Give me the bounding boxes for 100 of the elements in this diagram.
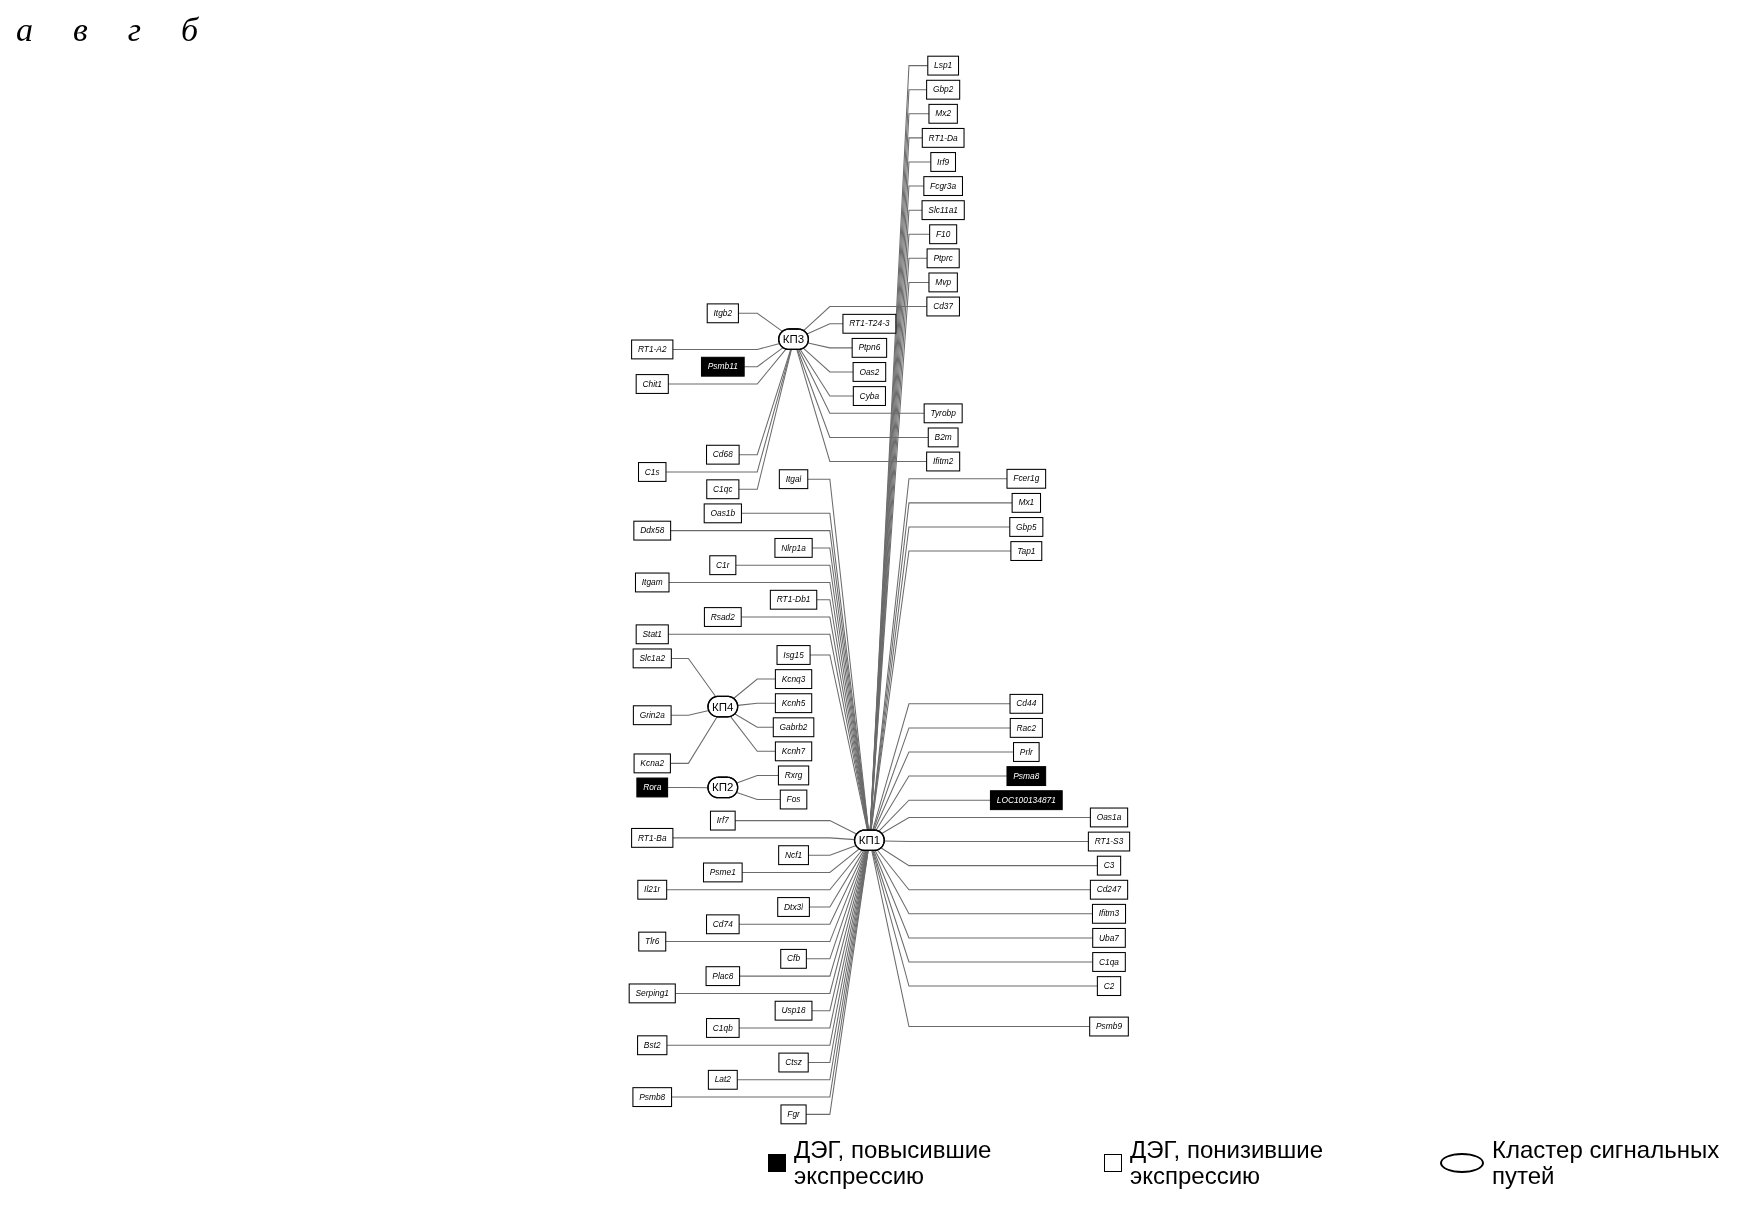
node-box: Oas1a	[1089, 807, 1128, 828]
connector	[805, 850, 869, 1115]
node-box: Lat2	[707, 1069, 738, 1090]
connector	[808, 850, 864, 908]
node-box: Rsad2	[703, 607, 742, 627]
node-box: RT1-A2	[630, 339, 673, 360]
connector	[874, 850, 1093, 915]
legend-text: Кластер сигнальных путей	[1492, 1136, 1721, 1190]
node-box: Usp18	[774, 1000, 813, 1021]
node-box: Fcgr3a	[922, 176, 963, 196]
connector	[665, 850, 868, 1046]
panel-letter: в	[73, 11, 88, 49]
node-box: Cd74	[705, 914, 740, 935]
node-box: Slc11a1	[921, 200, 965, 221]
connector	[741, 848, 860, 873]
node-box: RT1-Db1	[769, 589, 817, 610]
node-box: Itgal	[778, 469, 808, 490]
connector	[738, 850, 868, 1029]
node-box: Cd37	[925, 296, 960, 317]
connector	[872, 850, 1093, 963]
node-box: Kcnq3	[774, 669, 812, 690]
node-box: RT1-Da	[921, 127, 965, 148]
node-box: Kcnh7	[774, 741, 812, 762]
connector	[873, 751, 1014, 831]
node-box: Psmb8	[631, 1087, 672, 1108]
connector	[734, 820, 858, 835]
node-box: C1r	[708, 555, 736, 576]
node-box: Fos	[779, 789, 807, 810]
node-box: Rac2	[1009, 717, 1043, 738]
node-box: Ddx58	[632, 520, 671, 541]
node-box: B2m	[927, 427, 959, 448]
connector	[674, 850, 868, 994]
panel-letter: б	[181, 11, 199, 49]
node-box: RT1-T24-3	[842, 313, 896, 334]
node-box: Cd68	[705, 444, 740, 465]
connector	[738, 850, 865, 925]
connector	[734, 564, 869, 831]
legend-text: ДЭГ, понизившие экспрессию	[1130, 1136, 1325, 1190]
node-box: Cyba	[852, 386, 886, 406]
node-box: C2	[1096, 976, 1121, 997]
panel-letter: г	[127, 11, 142, 49]
connector	[665, 349, 792, 473]
node-box: Ptpn6	[851, 337, 887, 358]
node-box: Plac8	[705, 966, 740, 987]
node-box: Chit1	[635, 374, 669, 394]
node-box: C1qa	[1091, 952, 1126, 972]
connector	[738, 349, 791, 456]
connector	[809, 654, 868, 831]
node-box: Slc1a2	[632, 648, 672, 669]
node-box: Il21r	[636, 879, 667, 900]
node-box: Ifitm3	[1091, 903, 1126, 924]
node-box: Mx2	[928, 103, 958, 124]
connector	[807, 850, 868, 1064]
node-box: Irf7	[709, 810, 736, 831]
node-box: C1qb	[705, 1018, 740, 1038]
connector	[870, 850, 1090, 1028]
node-box: Ifitm2	[925, 451, 960, 472]
connector	[668, 581, 869, 831]
node-box: Mx1	[1011, 492, 1041, 513]
node-box: Cd44	[1009, 693, 1043, 714]
connector	[667, 348, 787, 385]
node-box: Cd247	[1089, 879, 1128, 900]
connector	[877, 799, 991, 832]
node-box: Tlr6	[637, 931, 666, 952]
node-box: Fgr	[780, 1104, 807, 1125]
connector	[669, 530, 869, 831]
connector	[740, 512, 869, 831]
node-box: Oas2	[852, 362, 886, 382]
node-box: Serping1	[628, 983, 676, 1004]
node-box: F10	[928, 224, 957, 245]
node-box: Mvp	[928, 272, 958, 293]
node-box: C1qc	[705, 479, 739, 500]
node-box: Prlr	[1012, 742, 1040, 762]
node-box: Rora	[635, 777, 668, 798]
connector	[736, 850, 869, 1081]
node-box: Gbp5	[1008, 517, 1043, 537]
connector	[805, 850, 867, 960]
connector	[670, 709, 709, 716]
legend-text: ДЭГ, повысившие экспрессию	[794, 1136, 993, 1190]
node-box: Itgb2	[706, 303, 739, 324]
node-box: RT1-Ba	[630, 827, 673, 848]
node-box: Grin2a	[632, 705, 672, 726]
node-box: Tap1	[1009, 541, 1042, 561]
connector	[795, 349, 927, 463]
connector	[735, 774, 779, 784]
connector	[811, 547, 869, 831]
node-box: Tyrobp	[923, 403, 963, 424]
node-box: Gabrb2	[772, 717, 814, 738]
node-box: Psma8	[1006, 766, 1046, 787]
node-box: Ctsz	[777, 1052, 809, 1073]
node-box: Psmb9	[1088, 1016, 1129, 1037]
node-box: RT1-S3	[1087, 831, 1130, 852]
node-box: Gbp2	[925, 79, 960, 100]
node-box: Psmb11	[700, 356, 745, 377]
node-box: Kcna2	[633, 753, 671, 774]
node-box: C3	[1096, 855, 1121, 876]
panel-letter: а	[16, 11, 33, 49]
connector	[743, 347, 784, 368]
node-box: Stat1	[635, 624, 669, 645]
node-box: Dtx3l	[776, 897, 810, 917]
